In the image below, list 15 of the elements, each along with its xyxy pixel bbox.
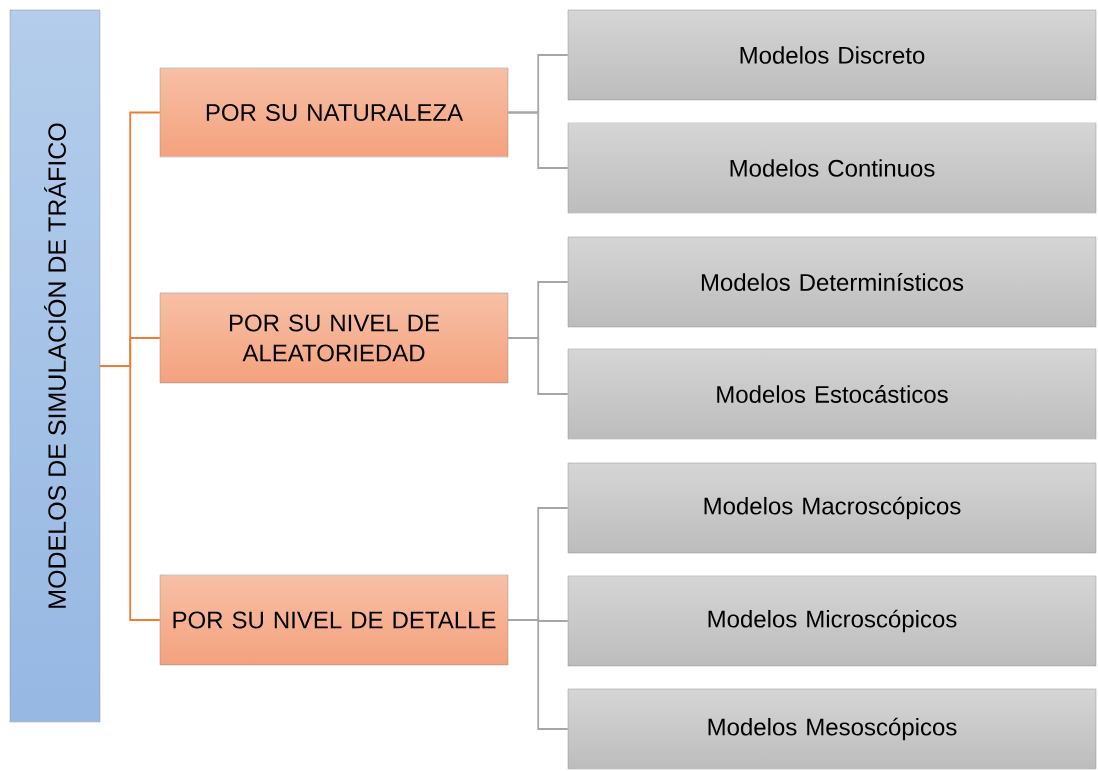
model-box: Modelos Continuos [567, 122, 1097, 214]
category-box: POR SU NATURALEZA [159, 67, 509, 158]
model-box: Modelos Discreto [567, 9, 1097, 101]
connector-line [507, 619, 569, 730]
category-box: POR SU NIVEL DE DETALLE [159, 574, 509, 666]
model-box: Modelos Macroscópicos [567, 462, 1097, 554]
model-box: Modelos Mesoscópicos [567, 688, 1097, 770]
connector-line [99, 365, 161, 621]
connector-line [507, 111, 569, 169]
title-bar: MODELOS DE SIMULACIÓN DE TRÁFICO [9, 9, 101, 723]
model-box: Modelos Determinísticos [567, 236, 1097, 328]
category-box: POR SU NIVEL DE ALEATORIEDAD [159, 292, 509, 384]
connector-line [507, 337, 569, 395]
model-box: Modelos Estocásticos [567, 348, 1097, 440]
model-box: Modelos Microscópicos [567, 575, 1097, 667]
